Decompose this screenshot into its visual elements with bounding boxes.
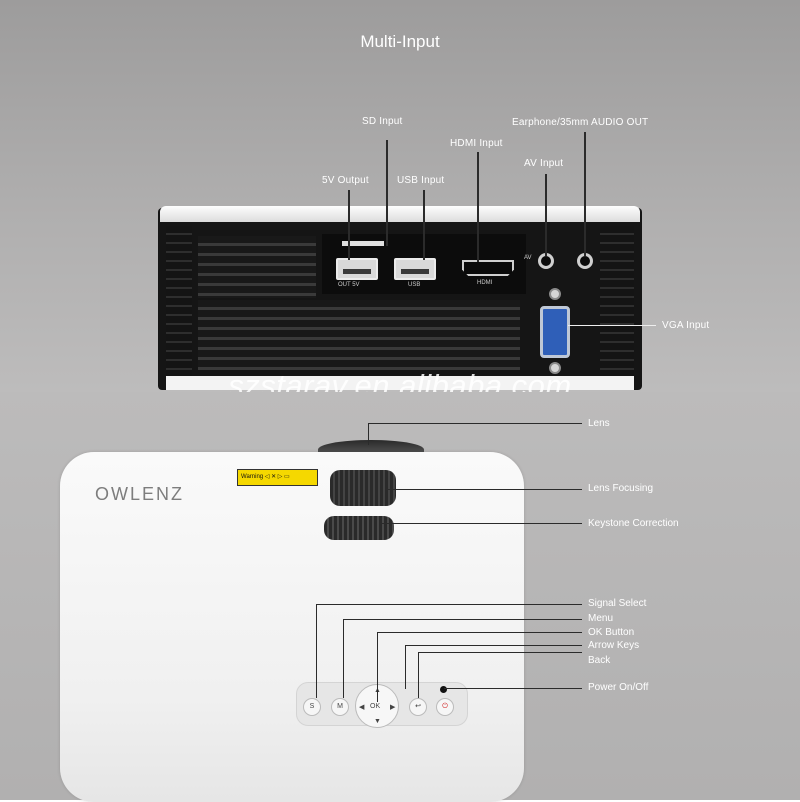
arrow-right-icon[interactable]: ▶ — [390, 704, 396, 711]
hdmi-port[interactable] — [462, 260, 514, 276]
vga-callout-line — [568, 325, 656, 326]
lens-focusing-label: Lens Focusing — [588, 483, 654, 494]
keystone-wheel[interactable] — [324, 516, 394, 540]
power-button[interactable]: ⏻ — [436, 698, 454, 716]
projector-top-edge — [160, 206, 640, 222]
lens-focus-wheel[interactable] — [330, 470, 396, 506]
av-input-label: AV Input — [524, 158, 564, 169]
ok-callout-h — [377, 632, 582, 633]
ok-button[interactable]: OK — [370, 703, 381, 710]
keystone-label: Keystone Correction — [588, 518, 679, 529]
out5v-marking: OUT 5V — [338, 282, 360, 288]
menu-callout-h — [343, 619, 582, 620]
av-callout-line — [545, 174, 547, 256]
lower-vent-grill — [198, 300, 520, 370]
av-marking: AV — [524, 255, 532, 261]
signal-callout-h — [316, 604, 582, 605]
5v-output-label: 5V Output — [322, 175, 369, 186]
focus-callout-line — [386, 489, 582, 490]
hdmi-callout-line — [477, 152, 479, 262]
usb-port-5v-output[interactable] — [336, 258, 378, 280]
menu-label: Menu — [588, 613, 614, 624]
keystone-callout-line — [380, 523, 582, 524]
hdmi-input-label: HDMI Input — [450, 138, 503, 149]
signal-select-label: Signal Select — [588, 598, 647, 609]
right-side-vent — [600, 226, 634, 376]
arrow-keys-label: Arrow Keys — [588, 640, 640, 651]
usb-marking: USB — [408, 282, 421, 288]
lens-callout-v — [368, 423, 369, 445]
projector-top-body — [60, 452, 524, 802]
power-callout-line — [444, 688, 582, 689]
menu-callout-v — [343, 619, 344, 698]
lens-label: Lens — [588, 418, 610, 429]
arrow-callout-h — [405, 645, 582, 646]
warning-sticker: Warning ◁ ✕ ▷ ▭ — [237, 469, 318, 486]
sd-input-label: SD Input — [362, 116, 403, 127]
vga-screw-top — [549, 288, 561, 300]
usb-port-input[interactable] — [394, 258, 436, 280]
menu-button[interactable]: M — [331, 698, 349, 716]
back-button[interactable]: ↩ — [409, 698, 427, 716]
upper-vent-grill — [198, 236, 316, 298]
vga-screw-bottom — [549, 362, 561, 374]
hdmi-marking: HDMI — [477, 280, 493, 286]
sd-callout-line — [386, 140, 388, 246]
signal-select-button[interactable]: S — [303, 698, 321, 716]
vga-port[interactable] — [540, 306, 570, 358]
brand-logo: OWLENZ — [95, 484, 185, 504]
projector-base-edge — [166, 376, 634, 390]
back-label: Back — [588, 655, 611, 666]
warning-text: Warning — [241, 474, 264, 480]
signal-callout-v — [316, 604, 317, 698]
vga-input-label: VGA Input — [662, 320, 710, 331]
earphone-label: Earphone/35mm AUDIO OUT — [512, 117, 649, 128]
back-callout-v — [418, 652, 419, 698]
left-side-vent — [166, 226, 192, 376]
arrow-callout-v — [405, 645, 406, 689]
earphone-callout-line — [584, 132, 586, 256]
back-callout-h — [418, 652, 582, 653]
sd-card-slot[interactable] — [342, 241, 384, 246]
section-title: Multi-Input — [360, 32, 440, 51]
lens-callout-h — [368, 423, 582, 424]
usb-callout-line — [423, 190, 425, 260]
usb-input-label: USB Input — [397, 175, 445, 186]
5v-callout-line — [348, 190, 350, 260]
ok-button-label: OK Button — [588, 627, 635, 638]
arrow-down-icon[interactable]: ▼ — [374, 718, 381, 725]
arrow-left-icon[interactable]: ◀ — [359, 704, 365, 711]
ok-callout-v — [377, 632, 378, 702]
power-led — [440, 686, 447, 693]
power-label: Power On/Off — [588, 682, 649, 693]
